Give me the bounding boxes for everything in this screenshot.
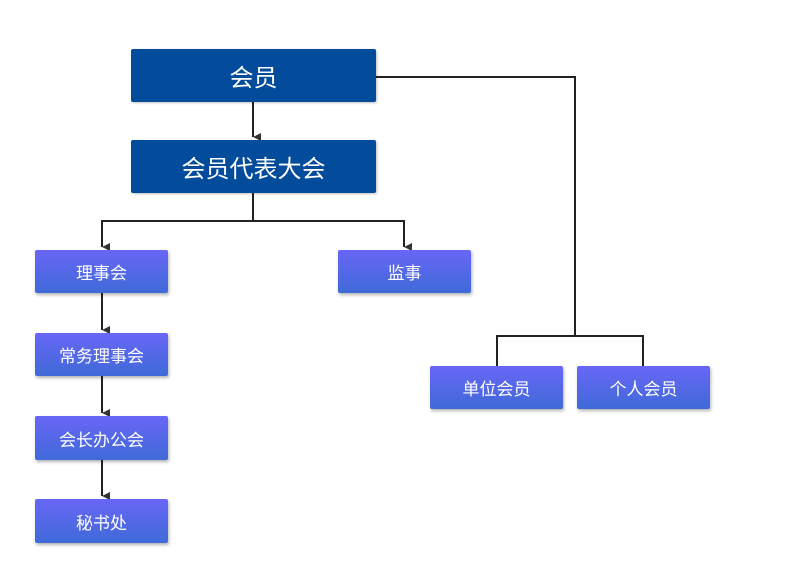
president-office-node: 会长办公会 [35, 416, 168, 460]
standing-council-node: 常务理事会 [35, 333, 168, 376]
secretariat-node: 秘书处 [35, 499, 168, 543]
connector-congress-council [101, 193, 254, 251]
individual-member-node: 个人会员 [577, 366, 710, 409]
connector-congress-supervisor [253, 220, 412, 251]
congress-node: 会员代表大会 [131, 140, 376, 193]
supervisor-node: 监事 [338, 250, 471, 293]
connector-member-types [376, 76, 576, 336]
unit-member-node: 单位会员 [430, 366, 563, 409]
connector-unit-member [496, 335, 575, 366]
connector-individual-member [575, 335, 644, 366]
council-node: 理事会 [35, 250, 168, 293]
member-node: 会员 [131, 49, 376, 102]
